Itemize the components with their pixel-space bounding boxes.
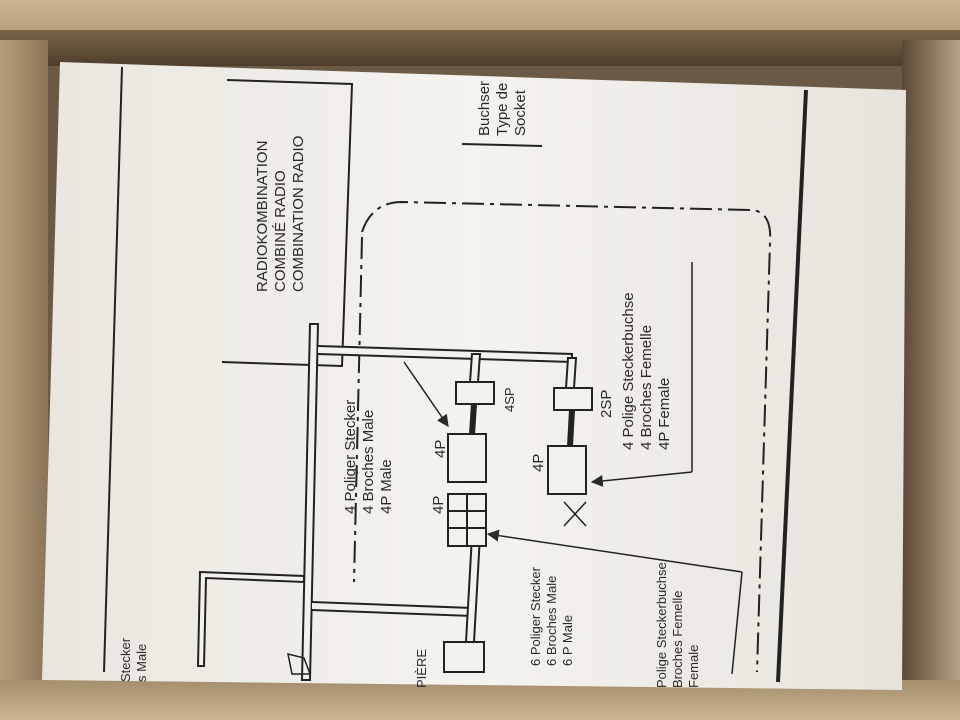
label-left-fragment: Stecker s Male [118,637,149,682]
connector-2sp [553,387,593,411]
no-connection-mark [563,501,587,527]
radio-unit-box [221,79,354,368]
connector-4p-lower [547,445,587,495]
label-6p-female: Polige Steckerbuchse Broches Femelle Fem… [654,562,701,688]
label-6p-male: 6 Poliger Stecker 6 Broches Male 6 P Mal… [528,567,575,666]
cable-left-loop [196,570,305,667]
radio-unit-title: RADIOKOMBINATION COMBINÉ RADIO COMBINATI… [254,135,307,292]
arrow-4p-female-head [590,471,693,487]
enclosure-left [353,236,363,583]
box-top-edge [0,30,960,66]
main-cable [300,323,320,681]
label-c2sp: 2SP [598,389,615,418]
arrow-6p-female-head [486,529,743,573]
label-bottom-cut: PIÈRE [414,648,429,688]
drop-2sp [564,357,578,389]
fragment-underline [461,143,543,147]
vehicle-enclosure [361,200,772,673]
label-c4p-lower: 4P [530,453,547,472]
label-4p-female: 4 Polige Steckerbuchse 4 Broches Femelle… [620,292,673,450]
top-right-fragment: Buchser Type de Socket [476,80,529,136]
connector-6p [443,641,485,673]
label-c4p-grid: 4P [430,495,447,514]
box-right-wall [902,40,960,720]
instruction-sheet: RADIOKOMBINATION COMBINÉ RADIO COMBINATI… [42,62,908,690]
bracket-bottom-left [287,652,312,675]
box-left-wall [0,40,48,720]
drop-4sp [468,353,482,383]
connector-4p-grid [447,493,487,547]
arrow-4p-male [403,361,449,427]
label-c4p-upper: 4P [432,439,449,458]
wiring-diagram [42,62,906,690]
arrow-6p-female [731,571,743,675]
right-margin-line [776,89,808,683]
link-4p-upper [469,403,477,435]
link-4p-lower [567,409,575,447]
connector-4p-upper [447,433,487,483]
left-margin-line [103,66,123,673]
connector-4sp [455,381,495,405]
label-4p-male: 4 Poliger Stecker 4 Broches Male 4P Male [342,399,395,514]
label-c4sp: 4SP [502,387,517,412]
